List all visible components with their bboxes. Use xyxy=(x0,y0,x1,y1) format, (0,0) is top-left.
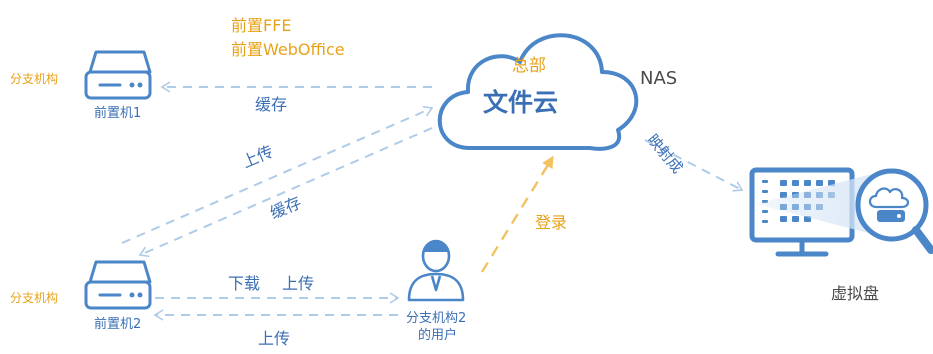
cloud-icon xyxy=(437,33,639,151)
server-icon-1 xyxy=(84,50,152,100)
user-label-line1: 分支机构2 xyxy=(406,311,467,326)
edge-cloud-cache-branch2 xyxy=(138,127,433,258)
server-icon-2 xyxy=(84,260,152,310)
branch1-org-label: 分支机构 xyxy=(10,72,59,86)
branch2-device-label: 前置机2 xyxy=(94,317,142,332)
edge-label-upload-mid: 上传 xyxy=(282,274,315,293)
edge-label-download: 下载 xyxy=(228,274,261,293)
edge-login xyxy=(480,155,554,273)
front-label-ffe: 前置FFE xyxy=(231,16,292,35)
connectors xyxy=(121,81,744,321)
magnifier-icon xyxy=(855,168,933,254)
cloud-title-filecloud: 文件云 xyxy=(483,88,559,117)
user-label-line2: 的用户 xyxy=(418,328,458,343)
cloud-title-hq: 总部 xyxy=(512,56,546,76)
edge-branch2-upload xyxy=(121,105,434,244)
user-icon xyxy=(407,239,465,302)
virtual-disk-label: 虚拟盘 xyxy=(831,284,880,303)
edge-label-cache-top: 缓存 xyxy=(255,95,288,114)
front-label-weboffice: 前置WebOffice xyxy=(231,40,345,59)
edge-cloud-to-vdisk xyxy=(644,139,744,192)
branch1-device-label: 前置机1 xyxy=(94,106,142,121)
magnify-beam xyxy=(756,172,880,236)
edge-label-login: 登录 xyxy=(535,213,568,232)
nas-label: NAS xyxy=(640,68,678,89)
branch2-org-label: 分支机构 xyxy=(10,291,59,305)
edge-label-upload-bottom: 上传 xyxy=(258,329,291,348)
